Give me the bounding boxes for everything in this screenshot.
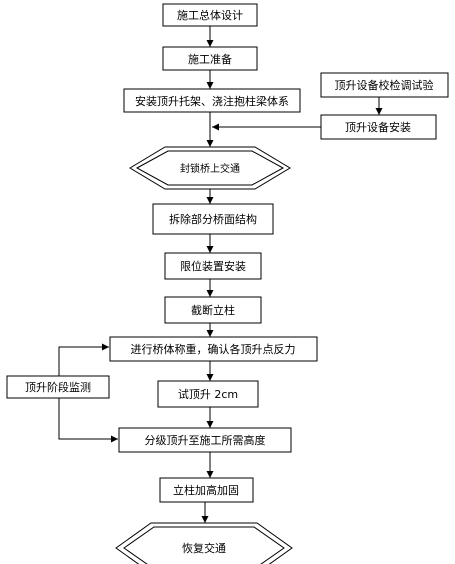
step-restore-traffic: 恢复交通 (115, 522, 293, 564)
step-close-traffic: 封锁桥上交通 (129, 146, 291, 190)
step-weigh-label: 进行桥体称重，确认各顶升点反力 (131, 342, 296, 356)
step-remove-deck: 拆除部分桥面结构 (152, 203, 274, 235)
step-prepare: 施工准备 (162, 46, 258, 71)
step-restore-traffic-label: 恢复交通 (182, 541, 226, 555)
step-design: 施工总体设计 (162, 3, 258, 27)
step-jack-install-label: 顶升设备安装 (345, 120, 411, 134)
step-jack-test: 顶升设备校检调试验 (320, 72, 449, 98)
step-cut-column-label: 截断立柱 (191, 303, 235, 317)
step-jack-test-label: 顶升设备校检调试验 (335, 78, 434, 92)
step-limit-device: 限位装置安装 (164, 252, 262, 280)
step-monitor: 顶升阶段监测 (6, 375, 110, 399)
step-cut-column: 截断立柱 (164, 296, 262, 324)
step-remove-deck-label: 拆除部分桥面结构 (169, 212, 257, 226)
step-staged-lift: 分级顶升至施工所需高度 (118, 427, 292, 453)
step-limit-device-label: 限位装置安装 (180, 259, 246, 273)
step-jack-install: 顶升设备安装 (320, 114, 437, 140)
step-column-raise: 立柱加高加固 (159, 477, 254, 503)
step-monitor-label: 顶升阶段监测 (25, 380, 91, 394)
edge-monitor-staged (58, 398, 118, 443)
step-trial-lift: 试顶升 2cm (157, 380, 259, 408)
step-close-traffic-label: 封锁桥上交通 (180, 162, 240, 175)
step-install-support-label: 安装顶升托架、浇注抱柱梁体系 (135, 94, 289, 108)
step-staged-lift-label: 分级顶升至施工所需高度 (145, 433, 266, 447)
step-column-raise-label: 立柱加高加固 (173, 483, 239, 497)
connectors (58, 26, 383, 523)
step-prepare-label: 施工准备 (188, 52, 232, 66)
step-design-label: 施工总体设计 (177, 8, 243, 22)
edge-monitor-weigh (58, 343, 109, 376)
step-weigh: 进行桥体称重，确认各顶升点反力 (109, 336, 318, 362)
step-install-support: 安装顶升托架、浇注抱柱梁体系 (123, 88, 301, 113)
step-trial-lift-label: 试顶升 2cm (178, 388, 238, 401)
